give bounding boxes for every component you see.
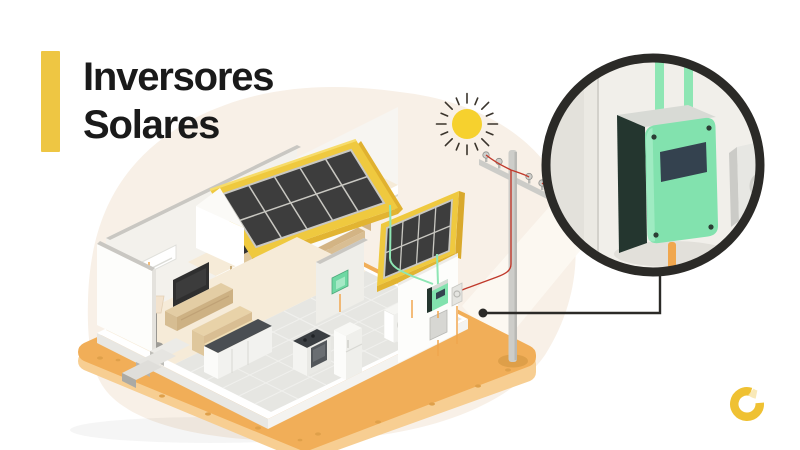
brand-ring-logo <box>730 387 764 422</box>
solar-wire <box>388 204 434 285</box>
page-title: Inversores Solares <box>83 53 275 149</box>
title-line-1: Inversores <box>83 55 275 99</box>
solar-house-cutaway <box>97 107 468 429</box>
steps <box>122 338 190 388</box>
magnifier-ring <box>541 53 765 277</box>
utility-pole <box>459 150 569 368</box>
kitchen-counter <box>204 319 272 379</box>
roof-right-solar <box>377 191 465 292</box>
fridge <box>334 322 363 380</box>
tv <box>173 262 209 307</box>
roof-left-solar <box>209 138 403 264</box>
title-line-2: Solares <box>83 103 220 147</box>
callout-connector <box>478 274 662 318</box>
tv-stand <box>165 283 233 331</box>
zoom-beam <box>462 198 584 348</box>
house-wires <box>411 300 458 356</box>
title-accent-bar <box>41 51 60 152</box>
junction-box <box>429 309 448 341</box>
meter-box <box>451 282 463 307</box>
front-wall-stub <box>97 241 156 352</box>
sun-icon <box>435 92 499 156</box>
inverter-zoom-detail <box>541 53 765 277</box>
inverter-large <box>617 105 719 253</box>
breaker-wall <box>316 238 368 324</box>
roof-gable <box>196 188 244 228</box>
stove <box>293 329 331 376</box>
inverter-wall <box>388 204 463 363</box>
house-inverter <box>427 279 448 313</box>
